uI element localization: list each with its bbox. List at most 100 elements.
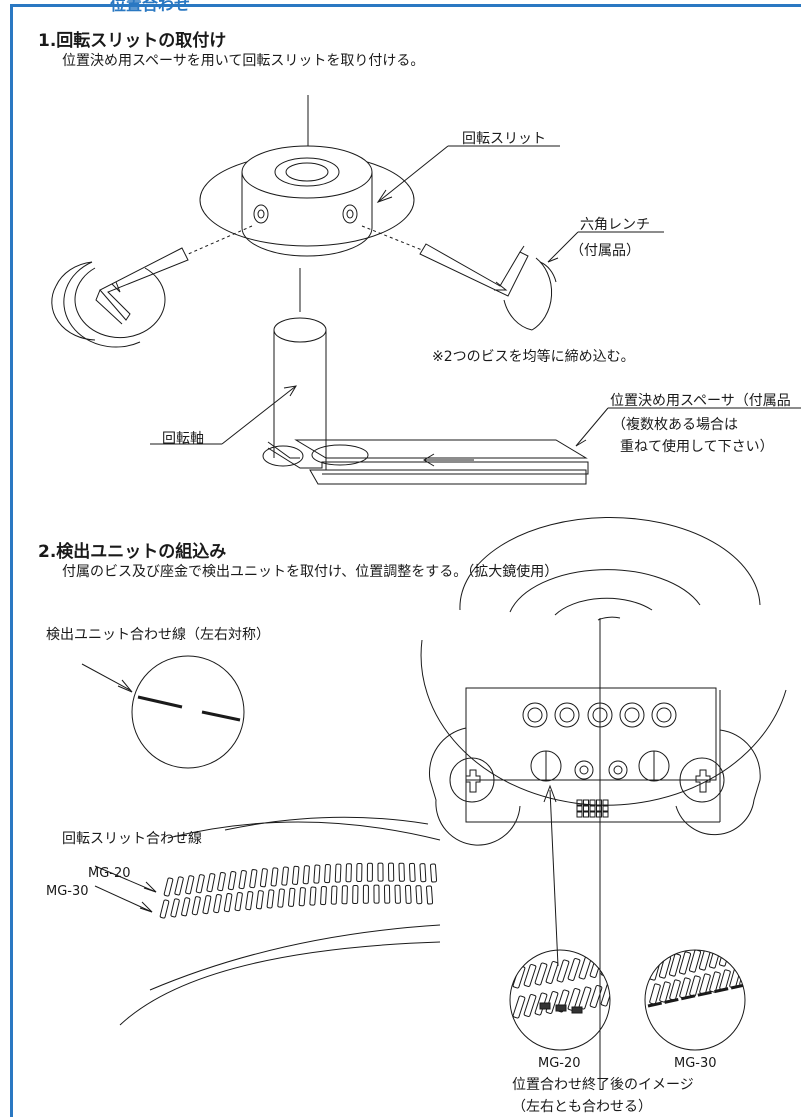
connector-pin [603,800,608,805]
label-hex-wrench: 六角レンチ [580,217,650,233]
label-spacer-note-1: （複数枚ある場合は [612,417,738,433]
slit-mark [388,863,393,881]
label-mg30-left: MG-30 [46,884,89,899]
detector-align-circle [82,656,244,768]
zoom-circle-mg20 [510,950,613,1050]
slit-mark [367,863,372,881]
label-shaft: 回転軸 [162,431,204,447]
connector-pin [590,812,595,817]
slit-mark [331,886,337,904]
slit-mark [310,887,316,905]
zoom-circle-mg30 [645,940,751,1050]
connector-pin [603,806,608,811]
slit-mark [171,899,180,918]
page-frame [10,4,801,1117]
slit-mark [649,984,660,1005]
connector-pin [584,812,589,817]
slit-mark [395,885,401,903]
label-after-alignment-1: 位置合わせ終了後のイメージ [512,1077,694,1093]
slit-mark [267,890,274,908]
connector-pin [597,812,602,817]
connector-pin [590,806,595,811]
slit-mark [426,886,432,904]
hex-wrench-right [362,226,556,330]
slit-mark [271,868,278,886]
connector-pin [603,812,608,817]
slit-mark [524,994,537,1017]
label-spacer-note-2: 重ねて使用して下さい） [620,439,774,455]
connector-pin [584,800,589,805]
slit-mark [213,894,221,913]
align-mark [556,1005,566,1011]
slit-mark [601,984,614,1007]
section2-title: 2.検出ユニットの組込み [38,542,227,562]
slit-mark [192,896,201,915]
slit-mark [739,966,750,987]
align-mark [540,1003,550,1009]
hex-wrench-left [52,226,252,347]
slit-mark [659,982,670,1003]
slit-mark [546,991,559,1014]
label-detector-align-line: 検出ユニット合わせ線（左右対称） [46,627,270,643]
slit-mark [659,956,671,979]
slit-mark [399,863,405,881]
slit-mark [164,878,173,897]
label-hex-wrench-note: （付属品） [570,243,640,259]
slit-mark [590,985,603,1008]
label-tighten-note: ※2つのビスを均等に締め込む。 [432,349,635,365]
label-mg20-left: MG-20 [88,866,131,881]
slit-mark [557,960,570,983]
slit-mark [239,870,247,889]
connector-pin [577,806,582,811]
label-slit-align-line: 回転スリット合わせ線 [62,831,202,847]
slit-mark [335,864,341,882]
connector-pin [577,800,582,805]
slit-mark [679,978,690,999]
slit-mark [260,868,267,886]
slit-mark [299,888,305,906]
slit-mark [250,869,258,888]
slit-mark [185,875,194,894]
slit-mark [699,948,711,971]
slit-mark [669,954,681,977]
slit-mark [256,890,263,908]
slit-mark [568,988,581,1011]
slit-mark [288,888,295,906]
label-mg30-result: MG-30 [674,1056,717,1071]
label-rotary-slit: 回転スリット [462,131,546,147]
slit-mark [175,877,184,896]
slit-mark [729,942,741,965]
slit-mark [292,866,299,884]
slit-mark [325,864,331,882]
slit-mark [524,964,537,987]
slit-mark [321,886,327,904]
slit-mark [384,885,389,903]
slit-mark [235,892,243,911]
slit-mark [579,987,592,1010]
slit-mark [203,895,211,914]
slit-mark [546,961,559,984]
slit-mark [357,863,362,881]
connector-pin [590,800,595,805]
slit-mark [420,864,426,882]
slit-mark [689,950,701,973]
connector-pin [597,800,602,805]
rotary-shaft [274,268,326,458]
slit-mark [374,885,379,903]
slit-mark [535,963,548,986]
slit-mark [739,940,751,963]
label-after-alignment-2: （左右とも合わせる） [512,1099,652,1115]
detector-unit [421,517,786,1090]
connector-pin [577,812,582,817]
slit-mark [353,885,358,903]
label-spacer: 位置決め用スペーサ（付属品 [610,393,791,409]
slit-mark [207,873,215,892]
slit-pattern [95,817,440,1025]
slit-mark [160,900,169,919]
slit-mark [430,864,436,882]
slit-mark [303,866,309,884]
slit-mark [669,980,680,1001]
rotary-slit-assembly [200,95,414,256]
section2-description: 付属のビス及び座金で検出ユニットを取付け、位置調整をする。（拡大鏡使用） [62,564,559,580]
